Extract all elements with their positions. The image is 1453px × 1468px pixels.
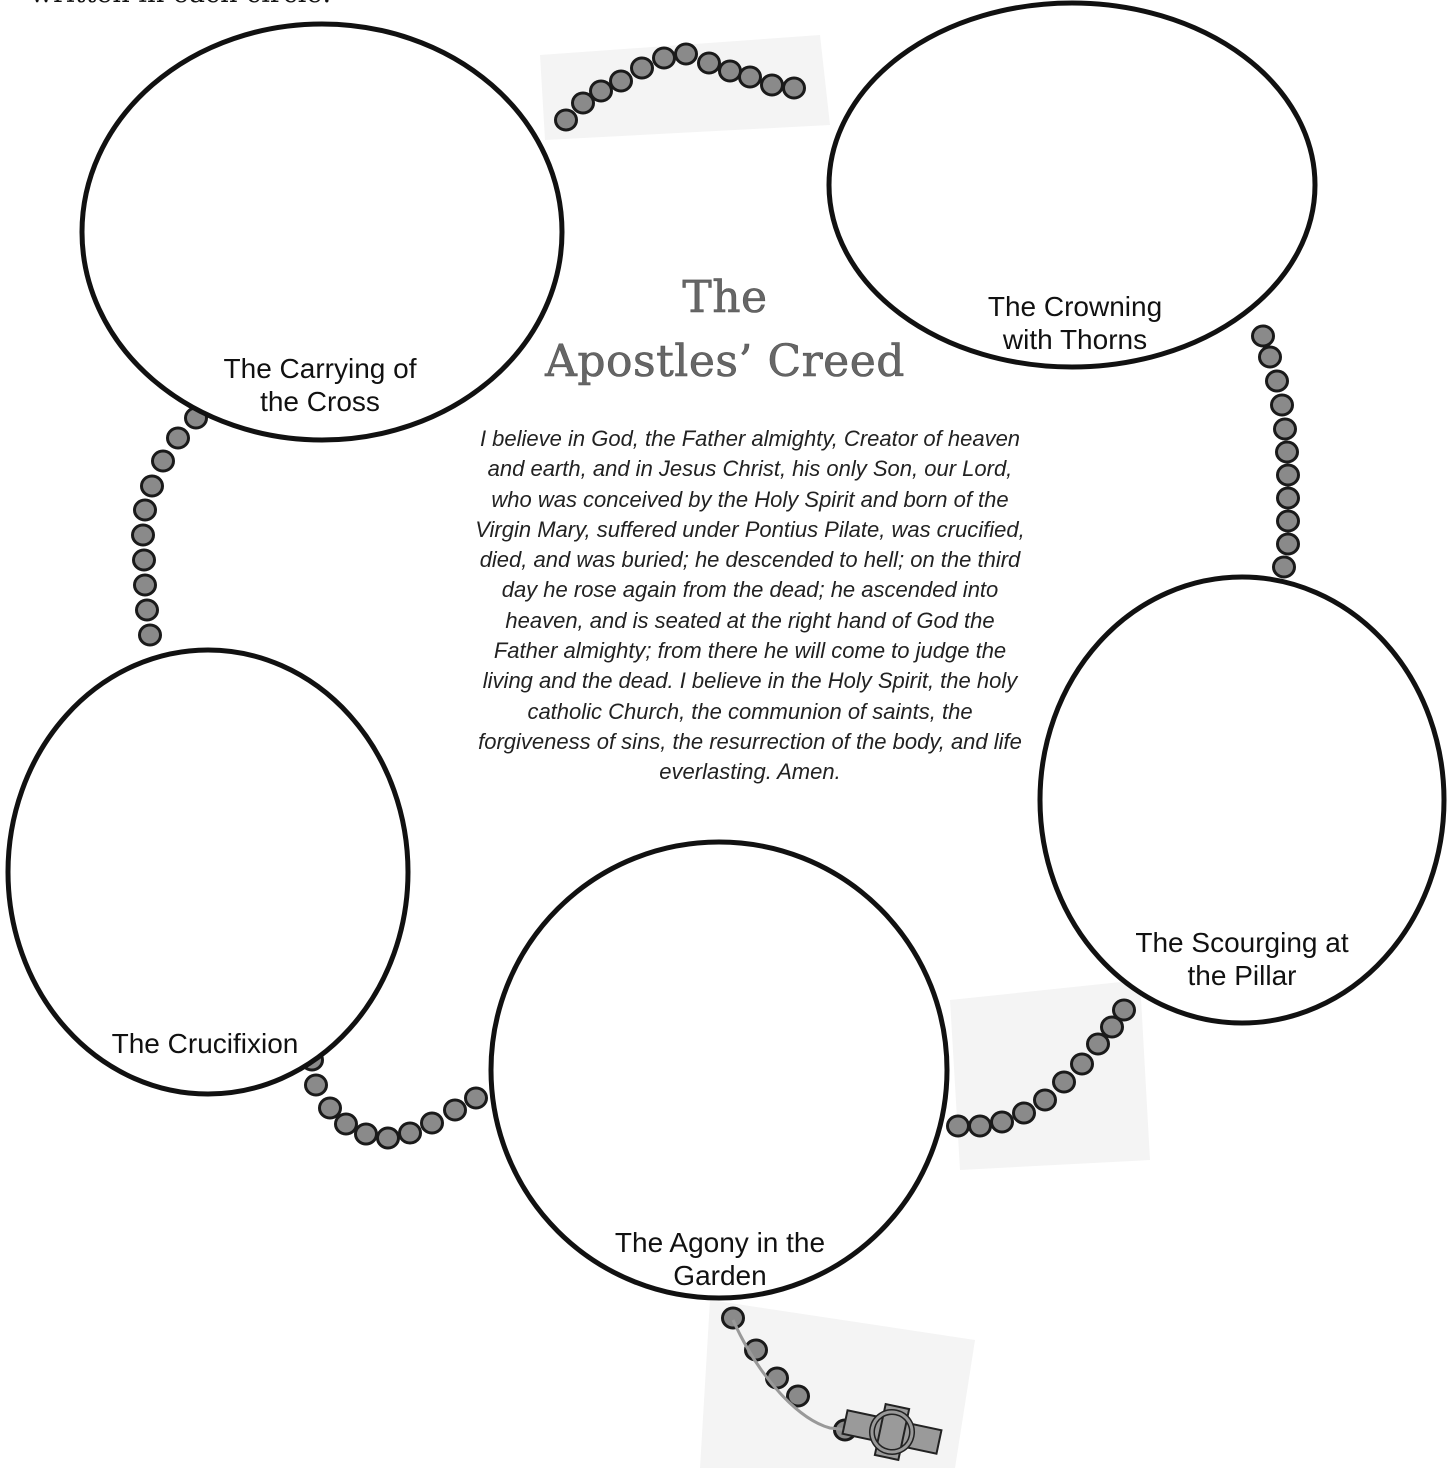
label-crucifixion: The Crucifixion: [85, 1027, 325, 1060]
creed-title-line2: Apostles’ Creed: [520, 336, 930, 387]
creed-title-line1: The: [620, 272, 830, 323]
label-scourging-pillar: The Scourging at the Pillar: [1100, 926, 1384, 992]
label-crowning-thorns: The Crowning with Thorns: [945, 290, 1205, 356]
creed-text: I believe in God, the Father almighty, C…: [472, 424, 1028, 788]
label-carrying-cross: The Carrying of the Cross: [190, 352, 450, 418]
label-agony-garden: The Agony in the Garden: [580, 1226, 860, 1292]
